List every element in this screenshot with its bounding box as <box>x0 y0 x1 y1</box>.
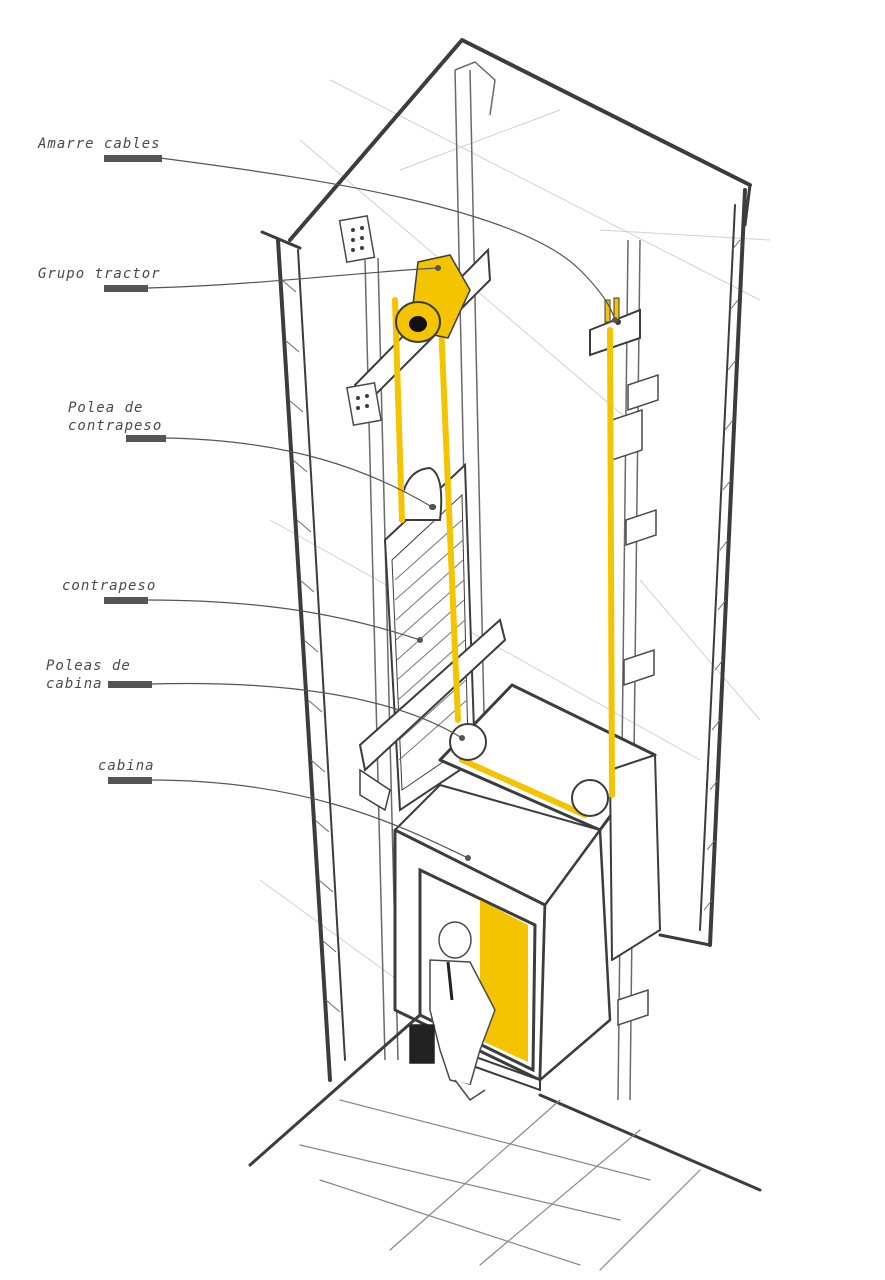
cabin-pulleys <box>449 723 609 817</box>
rail-brackets <box>611 373 659 1027</box>
leader-lines <box>147 157 616 859</box>
shaft-back-wall <box>288 38 752 947</box>
label-contrapeso: contrapeso <box>62 578 156 594</box>
passenger-figure <box>409 921 496 1101</box>
label-grupo-tractor: Grupo tractor <box>38 266 161 282</box>
leader-dots <box>417 265 618 861</box>
label-cabina: cabina <box>98 758 155 774</box>
counterweight-pulley <box>398 466 443 521</box>
label-amarre-cables: Amarre cables <box>37 136 161 152</box>
right-wall-hatch <box>703 239 741 911</box>
left-wall-hatch <box>281 279 341 1013</box>
junction-box-dots <box>351 226 369 410</box>
traction-machine <box>395 254 471 343</box>
label-bars <box>104 155 166 784</box>
floor-grid <box>248 1013 762 1271</box>
shaft-left-wall <box>260 230 346 1082</box>
suspension-ropes <box>392 297 615 818</box>
rope-anchor <box>589 297 641 357</box>
